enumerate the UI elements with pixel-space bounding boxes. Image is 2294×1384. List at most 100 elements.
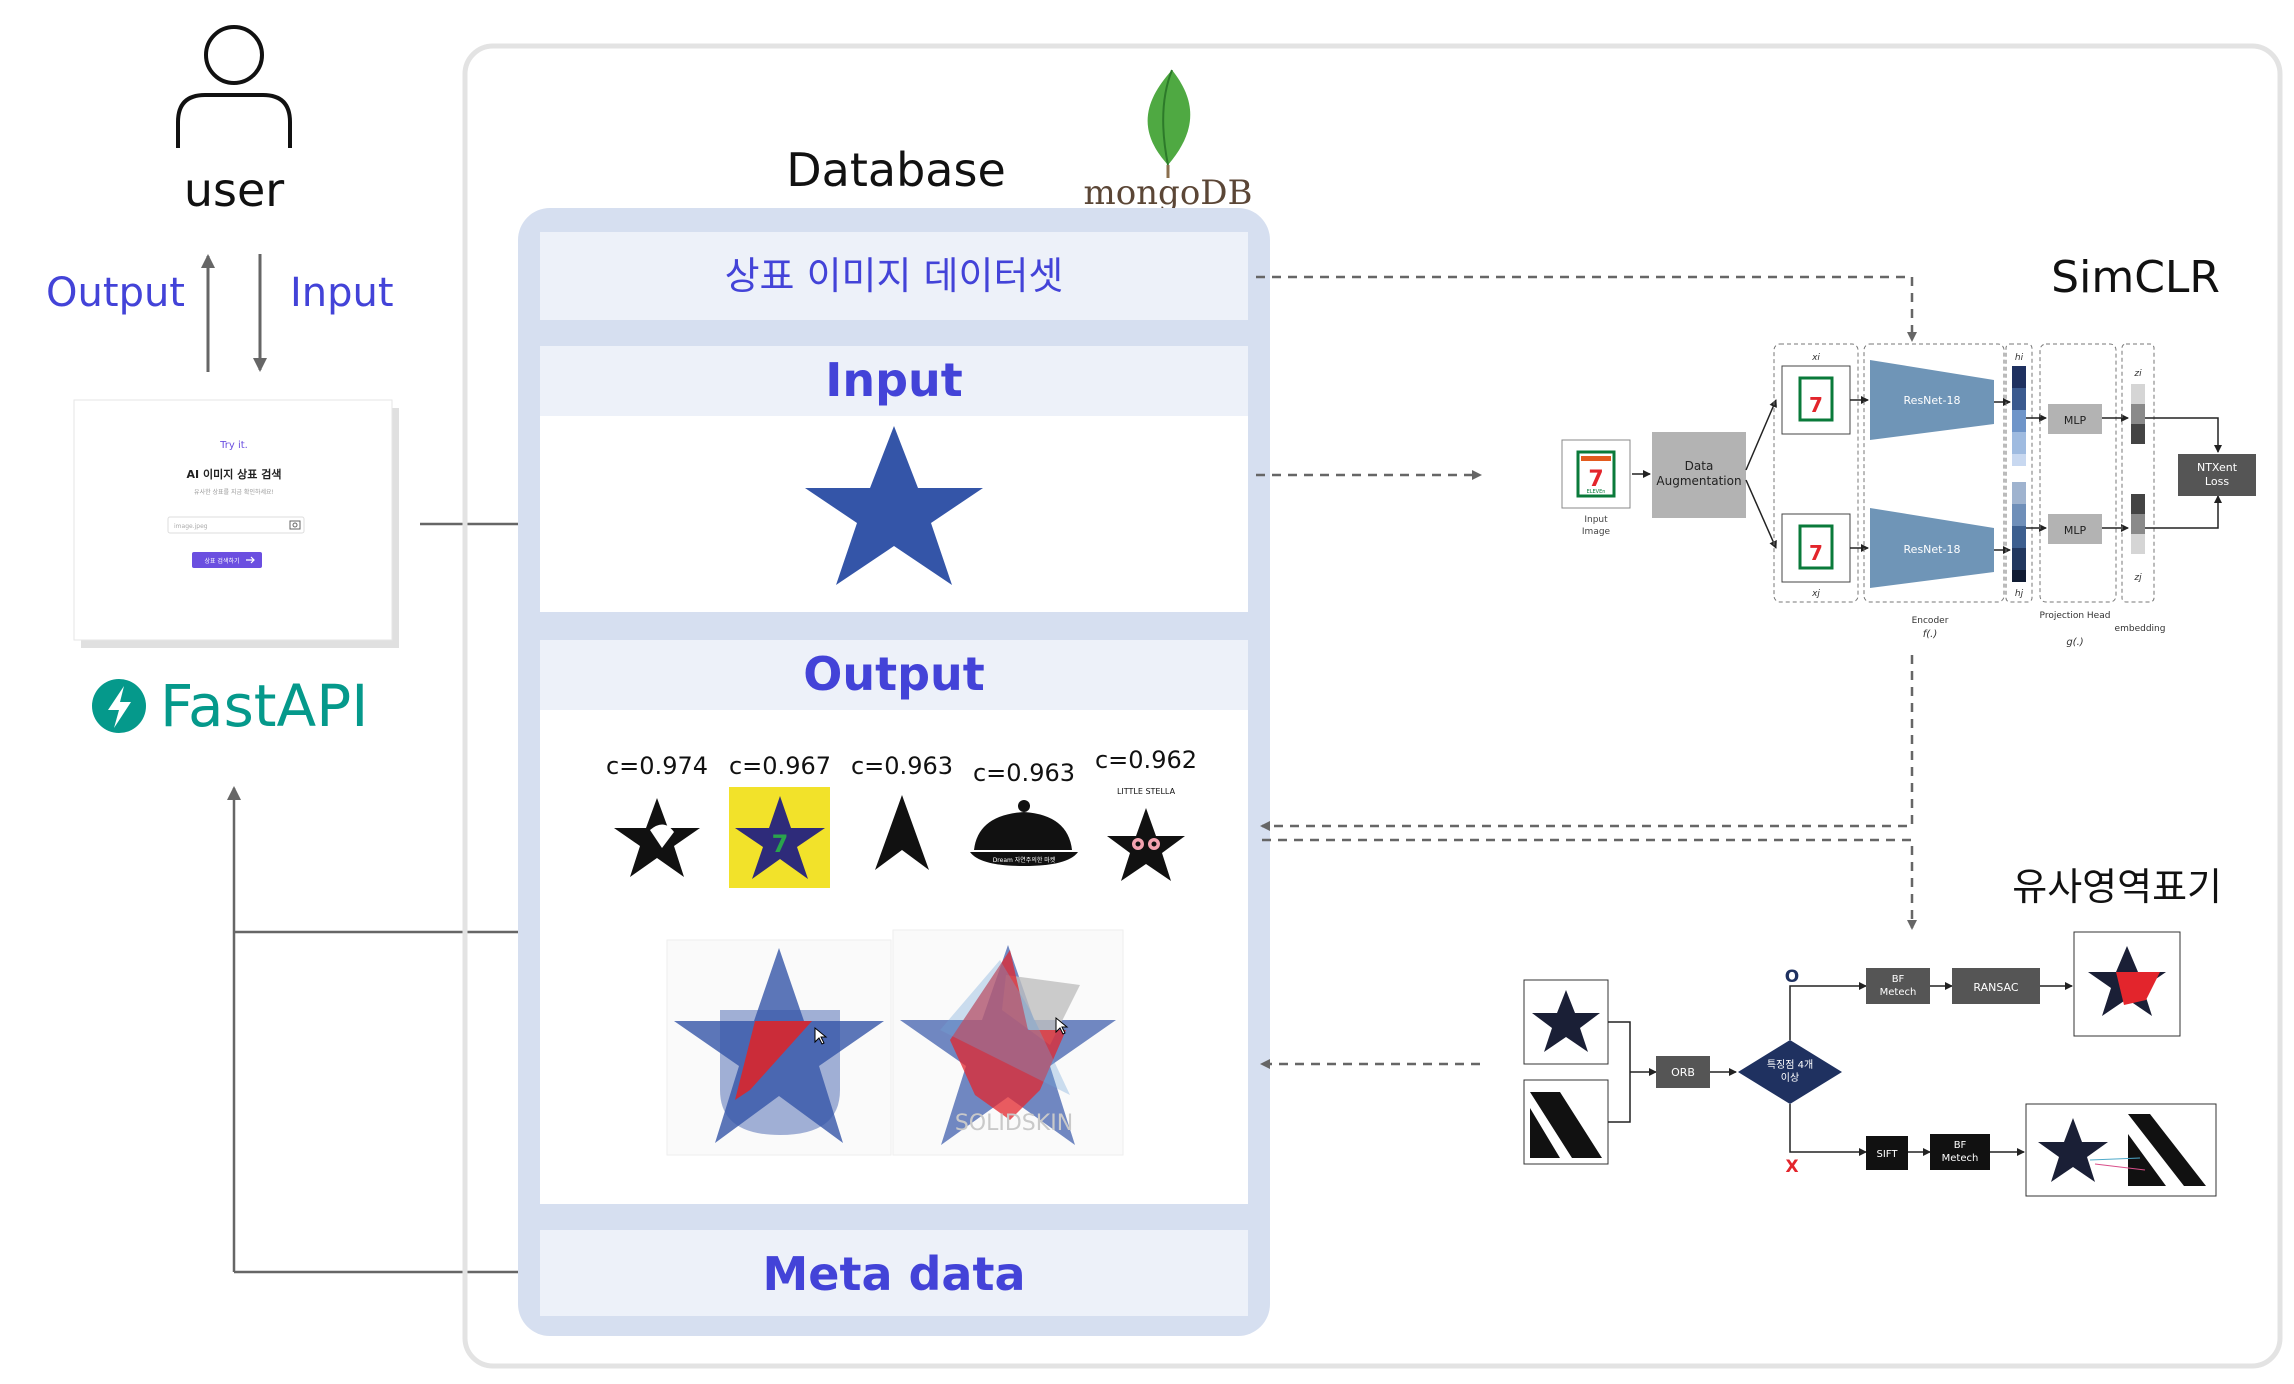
region-input-star [1523, 979, 1609, 1065]
mongodb-label: mongoDB [1083, 173, 1252, 213]
input-header-label: Input [825, 353, 963, 407]
decision-diamond [1738, 1040, 1842, 1104]
svg-text:7: 7 [1809, 541, 1823, 565]
projection-fn: g(.) [2066, 637, 2083, 648]
view-xi-image: 7 [1781, 365, 1851, 435]
view-xj-image: 7 [1781, 513, 1851, 583]
ransac-result-image [2073, 931, 2181, 1037]
zj-label: zj [2133, 573, 2142, 583]
result-logo-1 [614, 798, 700, 877]
xi-label: xi [1811, 353, 1820, 363]
mlp-bottom [2048, 514, 2102, 544]
orb-box [1656, 1056, 1710, 1088]
zi-label: zi [2133, 369, 2142, 379]
overlay-match-2: SOLIDSKIN [892, 929, 1124, 1156]
output-header [540, 640, 1248, 710]
ntxent-loss-box [2178, 454, 2256, 496]
result-score-1: c=0.974 [606, 752, 708, 780]
augmentation-box [1652, 432, 1746, 518]
input-header [540, 346, 1248, 416]
augmented-views-group [1773, 343, 1859, 603]
svg-text:ELEVEn: ELEVEn [1587, 489, 1606, 495]
bf-match-top-box [1866, 968, 1930, 1004]
encoder-bottom-label: ResNet-18 [1904, 543, 1961, 556]
encoder-top [1870, 360, 1994, 440]
xj-label: xj [1811, 589, 1820, 599]
projection-caption: Projection Head [2040, 611, 2111, 621]
encoder-group [1863, 343, 2005, 603]
overlay-match-1 [666, 939, 892, 1156]
ransac-label: RANSAC [1973, 981, 2018, 994]
search-button[interactable] [192, 552, 262, 568]
arrow-right-icon [246, 556, 255, 564]
svg-text:LITTLE STELLA: LITTLE STELLA [1117, 787, 1176, 796]
result-score-3: c=0.963 [851, 752, 953, 780]
output-to-region-arrow [1262, 838, 1917, 930]
file-input[interactable] [167, 516, 305, 534]
svg-text:7: 7 [1809, 393, 1823, 417]
orb-label: ORB [1671, 1066, 1695, 1079]
sift-box [1866, 1136, 1908, 1170]
result-logo-5: LITTLE STELLA [1107, 787, 1185, 881]
metadata-section [540, 1230, 1248, 1316]
result-score-5: c=0.962 [1095, 746, 1197, 774]
user-icon [176, 25, 292, 148]
mongodb-leaf-icon [1147, 69, 1191, 178]
result-logo-2: 7 [729, 787, 830, 888]
system-frame [462, 43, 2283, 1369]
output-header-label: Output [803, 647, 985, 701]
region-title: 유사영역표기 [2012, 865, 2222, 909]
no-label: X [1785, 1157, 1798, 1177]
hi-label: hi [2015, 353, 2024, 363]
database-title: Database [786, 143, 1006, 197]
ransac-box [1952, 968, 2040, 1004]
simclr-input-image: 7 ELEVEn [1561, 439, 1631, 509]
embedding-group [2121, 343, 2155, 603]
file-placeholder: image.jpeg [174, 523, 208, 530]
hj-label: hj [2015, 589, 2024, 599]
embedding-vector-zi [2131, 384, 2145, 444]
bf-match-bottom-box [1930, 1134, 1990, 1170]
encoder-caption: Encoder [1912, 616, 1949, 626]
camera-icon[interactable] [289, 520, 301, 530]
mlp-top-label: MLP [2064, 414, 2087, 427]
embedding-vector-zj [2131, 494, 2145, 554]
hidden-vector-hi [2012, 366, 2026, 466]
encoder-bottom [1870, 508, 1994, 588]
webapp-screenshot: Try it. AI 이미지 상표 검색 유사한 상표를 지금 확인하세요! i… [73, 399, 399, 648]
simclr-to-output-arrow [1260, 655, 1914, 831]
embedding-caption: embedding [2115, 624, 2166, 634]
region-candidate-logo [1523, 1079, 1609, 1165]
result-logo-4: Dream 자연주의한 마켓 [970, 800, 1078, 866]
metadata-label: Meta data [762, 1247, 1025, 1301]
input-label: Input [290, 270, 394, 316]
yes-label: O [1785, 967, 1799, 987]
output-label: Output [46, 270, 185, 316]
search-button-label: 상표 검색하기 [204, 557, 239, 565]
result-score-2: c=0.967 [729, 752, 831, 780]
mlp-top [2048, 404, 2102, 434]
webapp-subtitle: 유사한 상표를 지금 확인하세요! [194, 488, 274, 496]
dataset-to-encoder-arrow [1256, 275, 1917, 342]
simclr-title: SimCLR [2051, 252, 2220, 303]
hidden-features-group [2005, 343, 2033, 603]
projection-head-group [2039, 343, 2117, 603]
hidden-vector-hj [2012, 482, 2026, 582]
dataset-label: 상표 이미지 데이터셋 [725, 254, 1064, 298]
sift-label: SIFT [1877, 1149, 1899, 1160]
result-logo-3 [875, 795, 929, 870]
fastapi-logo [92, 679, 146, 733]
try-it-label: Try it. [219, 440, 248, 451]
svg-text:7: 7 [772, 830, 789, 858]
user-label: user [184, 163, 284, 217]
svg-text:7: 7 [1588, 467, 1603, 492]
encoder-fn: f(.) [1923, 629, 1938, 640]
svg-text:Dream 자연주의한 마켓: Dream 자연주의한 마켓 [993, 856, 1056, 864]
